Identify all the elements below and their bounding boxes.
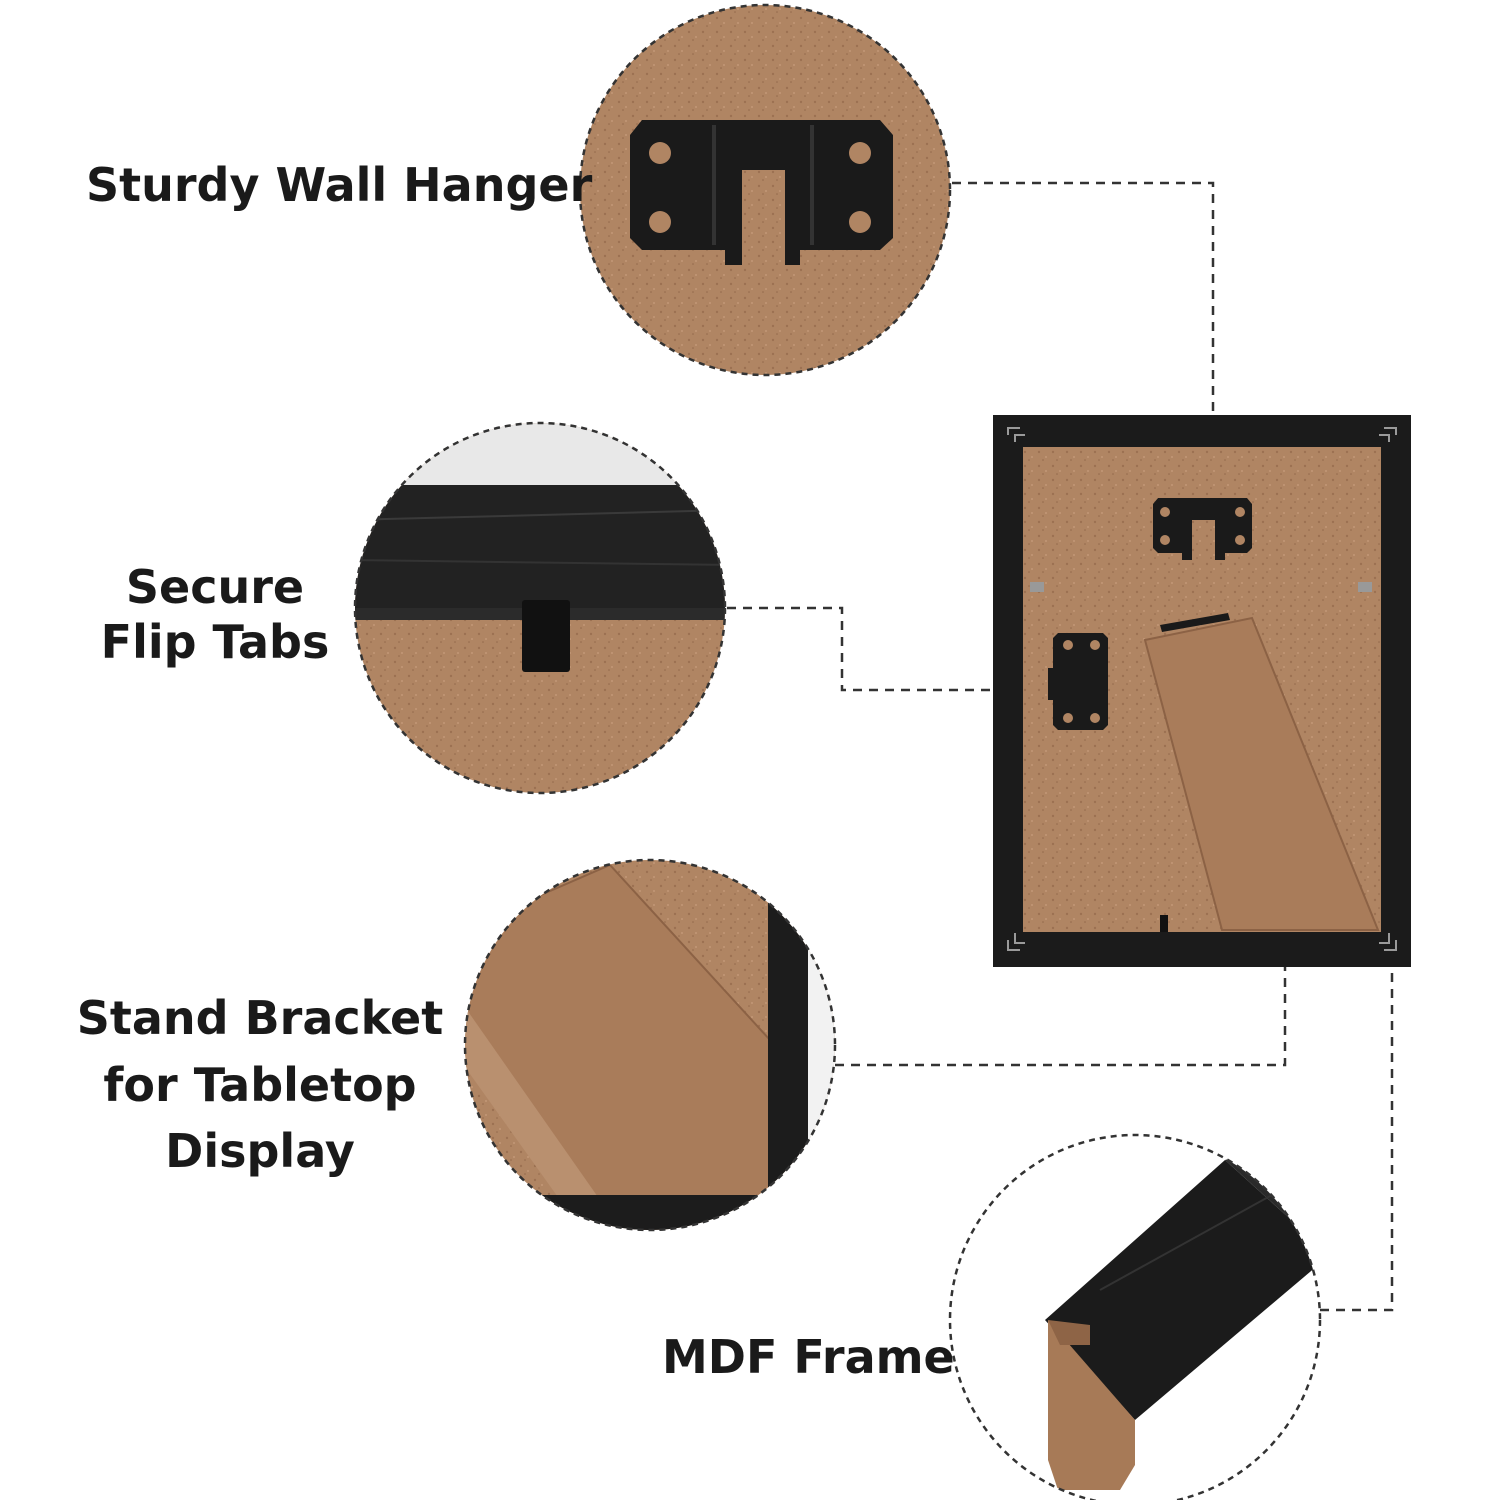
- leader-lines: [727, 181, 1394, 1312]
- feature-label-line: Stand Bracket: [76, 991, 444, 1045]
- hanger-closeup: [578, 3, 952, 377]
- mdf-frame-closeup: [948, 1133, 1322, 1500]
- feature-label-line: Secure: [125, 560, 305, 614]
- frame-back-view: [993, 415, 1411, 967]
- wall-hanger-icon: [630, 120, 893, 265]
- feature-label-hanger: Sturdy Wall Hanger: [86, 158, 592, 213]
- leader-line-hanger: [952, 181, 1215, 520]
- feature-label-line: for Tabletop: [103, 1057, 417, 1112]
- feature-label-line: Flip Tabs: [100, 615, 330, 670]
- leader-line-mdf: [1320, 965, 1394, 1312]
- leader-line-stand: [835, 855, 1287, 1067]
- leader-line-tabs: [727, 606, 1060, 692]
- feature-label-flip-tabs: Secure Flip Tabs: [80, 560, 350, 670]
- feature-label-stand-bracket: Stand Bracket for Tabletop Display: [60, 985, 460, 1185]
- feature-label-line: Sturdy Wall Hanger: [86, 158, 593, 212]
- feature-label-line: MDF Frame: [662, 1330, 955, 1384]
- flip-tab-icon: [522, 600, 570, 672]
- feature-label-mdf-frame: MDF Frame: [662, 1330, 955, 1385]
- feature-label-line: Display: [165, 1124, 355, 1179]
- flip-tabs-closeup: [353, 421, 727, 795]
- stand-bracket-closeup: [463, 858, 837, 1232]
